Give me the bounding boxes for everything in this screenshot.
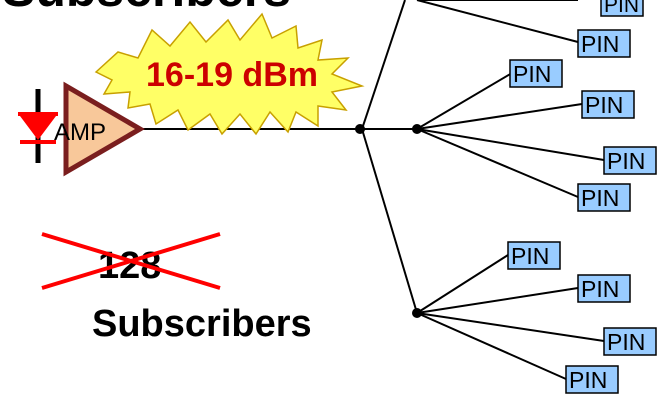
strike-line [41,232,221,290]
drop-fiber [416,287,579,314]
pin-receivers: PIN PIN PIN PIN PIN PIN PIN PIN PIN PIN [507,0,657,394]
amp-triangle-icon [63,81,145,177]
pin-receiver: PIN [603,327,657,356]
pin-receiver: PIN [581,90,635,119]
pin-label: PIN [569,367,607,393]
pin-label: PIN [604,0,639,17]
amplifier: AMP [54,81,145,177]
power-burst: 16-19 dBm [94,12,365,136]
pin-receiver: PIN [509,59,563,88]
pin-label: PIN [513,61,551,87]
pin-receiver: PIN [577,183,631,212]
drop-fiber [416,312,605,342]
branch-fiber-top [361,0,406,130]
drop-fiber [416,254,509,314]
pin-receiver: PIN [603,146,657,175]
drop-fiber [416,0,579,43]
drop-fiber [416,103,583,130]
laser-diode-icon [18,89,58,163]
pin-receiver: PIN [565,365,619,394]
pin-label: PIN [581,185,619,211]
drop-fiber [416,312,567,380]
pin-receiver: PIN [577,29,631,58]
drop-fiber [416,128,579,198]
fiber-lines [140,0,605,380]
pin-receiver: PIN [577,274,631,303]
burst-power-label: 16-19 dBm [146,56,318,94]
pin-label: PIN [585,92,623,118]
subscribers-label: Subscribers [92,303,312,345]
splitter-node-middle [412,124,422,134]
crossed-count: 128 [41,232,221,290]
pin-label: PIN [581,276,619,302]
drop-fiber [416,72,513,130]
branch-fiber-bottom [361,128,418,314]
pin-label: PIN [607,148,645,174]
pin-label: PIN [511,243,549,269]
amp-label: AMP [54,119,106,146]
pin-label: PIN [581,31,619,57]
title-fragment: Subscribers [2,0,291,17]
pin-label: PIN [607,329,645,355]
splitter-node-bottom [412,308,422,318]
pin-receiver: PIN [507,241,561,270]
pin-receiver: PIN [600,0,644,17]
splitter-node-primary [355,124,365,134]
drop-fiber [416,128,605,161]
burst-shape [94,12,365,136]
